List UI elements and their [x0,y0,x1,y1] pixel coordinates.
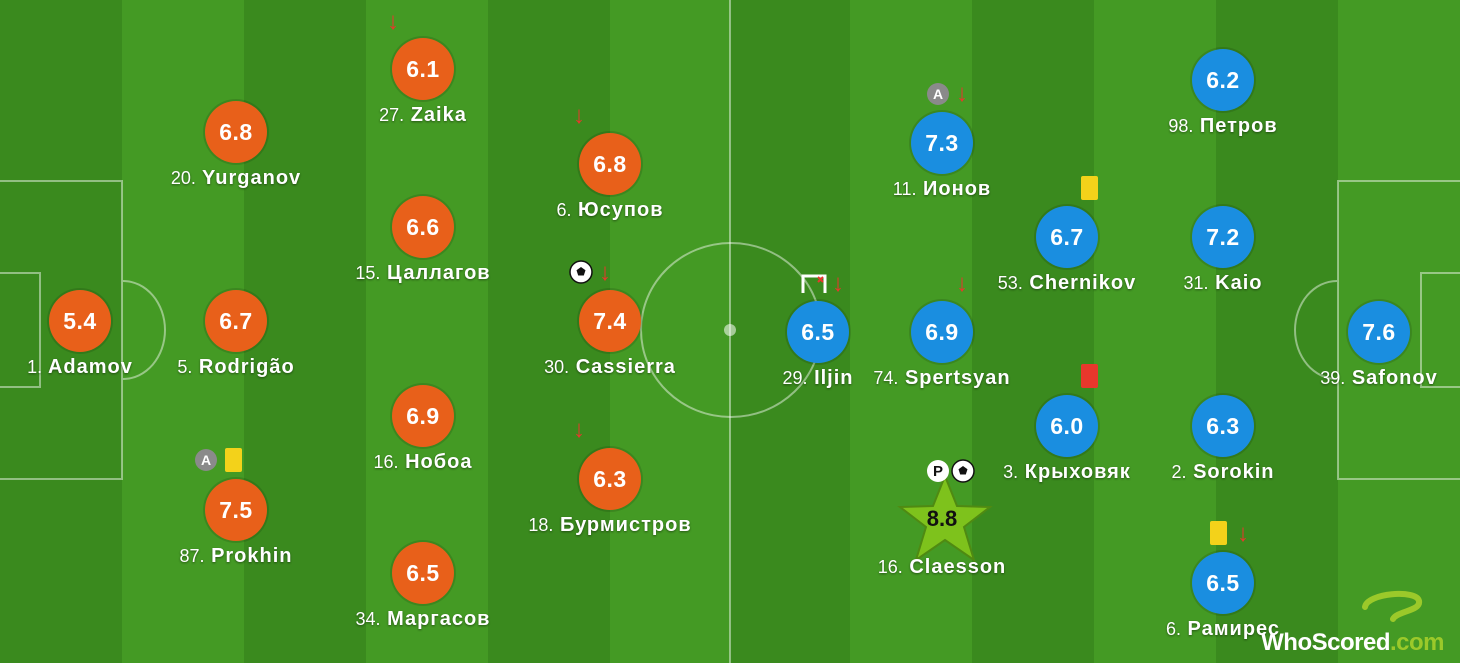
red-card-icon [1081,364,1098,388]
player-away[interactable]: 6.2 98. Петров [1133,49,1313,138]
player-name-label: 20. Yurganov [170,167,302,189]
right-penalty-box [1337,180,1460,480]
player-name-label: 15. Цаллагов [355,262,491,284]
player-away[interactable]: 7.6 39. Safonov [1289,301,1460,390]
rating-badge: 6.9 [911,301,973,363]
penalty-goal-icon: P [927,460,949,482]
player-name-label: 6. Юсупов [556,199,664,221]
yellow-card-icon [225,448,242,472]
player-home[interactable]: 6.8 6. Юсупов [520,133,700,222]
rating-badge: 5.4 [49,290,111,352]
player-home[interactable]: 6.5 34. Маргасов [333,542,513,631]
player-name-label: 18. Бурмистров [528,514,692,536]
rating-badge: 6.0 [1036,395,1098,457]
substitution-off-arrow-icon: ↓ [387,8,399,35]
player-away[interactable]: 6.5 29. Iljin [728,301,908,390]
substitution-off-arrow-icon: ↓ [1237,520,1249,547]
rating-badge: 6.7 [1036,206,1098,268]
player-name-label: 3. Крыховяк [1003,461,1131,483]
substitution-off-arrow-icon: ↓ [832,270,844,297]
rating-badge: 6.1 [392,38,454,100]
substitution-off-arrow-icon: ↓ [573,102,585,129]
player-name-label: 29. Iljin [782,367,854,389]
player-home[interactable]: 6.1 27. Zaika [333,38,513,127]
logo-text-com: .com [1389,629,1445,656]
player-name-label: 74. Spertsyan [873,367,1011,389]
logo-swoosh-icon [1362,590,1423,622]
player-name-label: 2. Sorokin [1171,461,1275,483]
yellow-card-icon [1081,176,1098,200]
goal-ball-icon [569,260,593,284]
rating-badge: 6.7 [205,290,267,352]
substitution-off-arrow-icon: ↓ [956,270,968,297]
substitution-off-arrow-icon: ↓ [956,80,968,107]
player-name-label: 34. Маргасов [355,608,491,630]
player-away[interactable]: 6.9 74. Spertsyan [852,301,1032,390]
rating-badge: 7.4 [579,290,641,352]
player-name-label: 1. Adamov [27,356,133,378]
left-goal-box [0,272,41,388]
rating-badge: 6.3 [1192,395,1254,457]
goal-ball-icon [951,459,975,483]
player-away-man-of-match[interactable]: 8.8 16. Claesson [852,502,1032,579]
player-name-label: 39. Safonov [1320,367,1438,389]
player-away[interactable]: 7.3 11. Ионов [852,112,1032,201]
player-name-label: 16. Нобоа [373,451,473,473]
player-name-label: 30. Cassierra [544,356,676,378]
substitution-off-arrow-icon: ↓ [599,259,611,286]
player-away[interactable]: 6.3 2. Sorokin [1133,395,1313,484]
rating-badge: 6.6 [392,196,454,258]
left-penalty-box [0,180,123,480]
player-name-label: 6. Рамирес [1165,618,1281,640]
rating-badge: 7.2 [1192,206,1254,268]
player-away[interactable]: 7.2 31. Kaio [1133,206,1313,295]
player-name-label: 98. Петров [1168,115,1278,137]
center-spot [724,324,736,336]
player-away[interactable]: 6.0 3. Крыховяк [977,395,1157,484]
rating-badge: 6.5 [392,542,454,604]
rating-badge: 8.8 [926,506,958,531]
captain-icon: A [195,449,217,471]
player-away[interactable]: 6.7 53. Chernikov [977,206,1157,295]
player-away[interactable]: 6.5 6. Рамирес [1133,552,1313,641]
player-home[interactable]: 6.7 5. Rodrigão [146,290,326,379]
logo-text-who-scored: WhoScored [1261,629,1390,656]
player-home[interactable]: 6.6 15. Цаллагов [333,196,513,285]
rating-badge: 6.3 [579,448,641,510]
player-name-label: 31. Kaio [1183,272,1263,294]
rating-badge: 6.5 [787,301,849,363]
player-name-label: 16. Claesson [877,556,1007,578]
player-home[interactable]: 6.9 16. Нобоа [333,385,513,474]
player-home[interactable]: 7.5 87. Prokhin [146,479,326,568]
rating-badge: 6.8 [579,133,641,195]
captain-icon: A [927,83,949,105]
player-home[interactable]: 6.3 18. Бурмистров [520,448,700,537]
rating-badge: 6.5 [1192,552,1254,614]
player-name-label: 53. Chernikov [997,272,1137,294]
player-home[interactable]: 5.4 1. Adamov [0,290,170,379]
rating-badge: 6.2 [1192,49,1254,111]
yellow-card-icon [1210,521,1227,545]
rating-badge: 7.3 [911,112,973,174]
rating-badge: 7.5 [205,479,267,541]
goal-frame-icon [801,274,827,293]
rating-badge: 6.9 [392,385,454,447]
substitution-off-arrow-icon: ↓ [573,416,585,443]
right-goal-box [1420,272,1460,388]
player-name-label: 87. Prokhin [179,545,293,567]
rating-badge: 6.8 [205,101,267,163]
player-home[interactable]: 7.4 30. Cassierra [520,290,700,379]
player-name-label: 11. Ионов [892,178,992,200]
player-name-label: 5. Rodrigão [177,356,295,378]
player-home[interactable]: 6.8 20. Yurganov [146,101,326,190]
whoscored-logo: WhoScored.com [1261,590,1445,657]
man-of-match-star-icon [897,474,993,562]
player-name-label: 27. Zaika [379,104,467,126]
rating-badge: 7.6 [1348,301,1410,363]
